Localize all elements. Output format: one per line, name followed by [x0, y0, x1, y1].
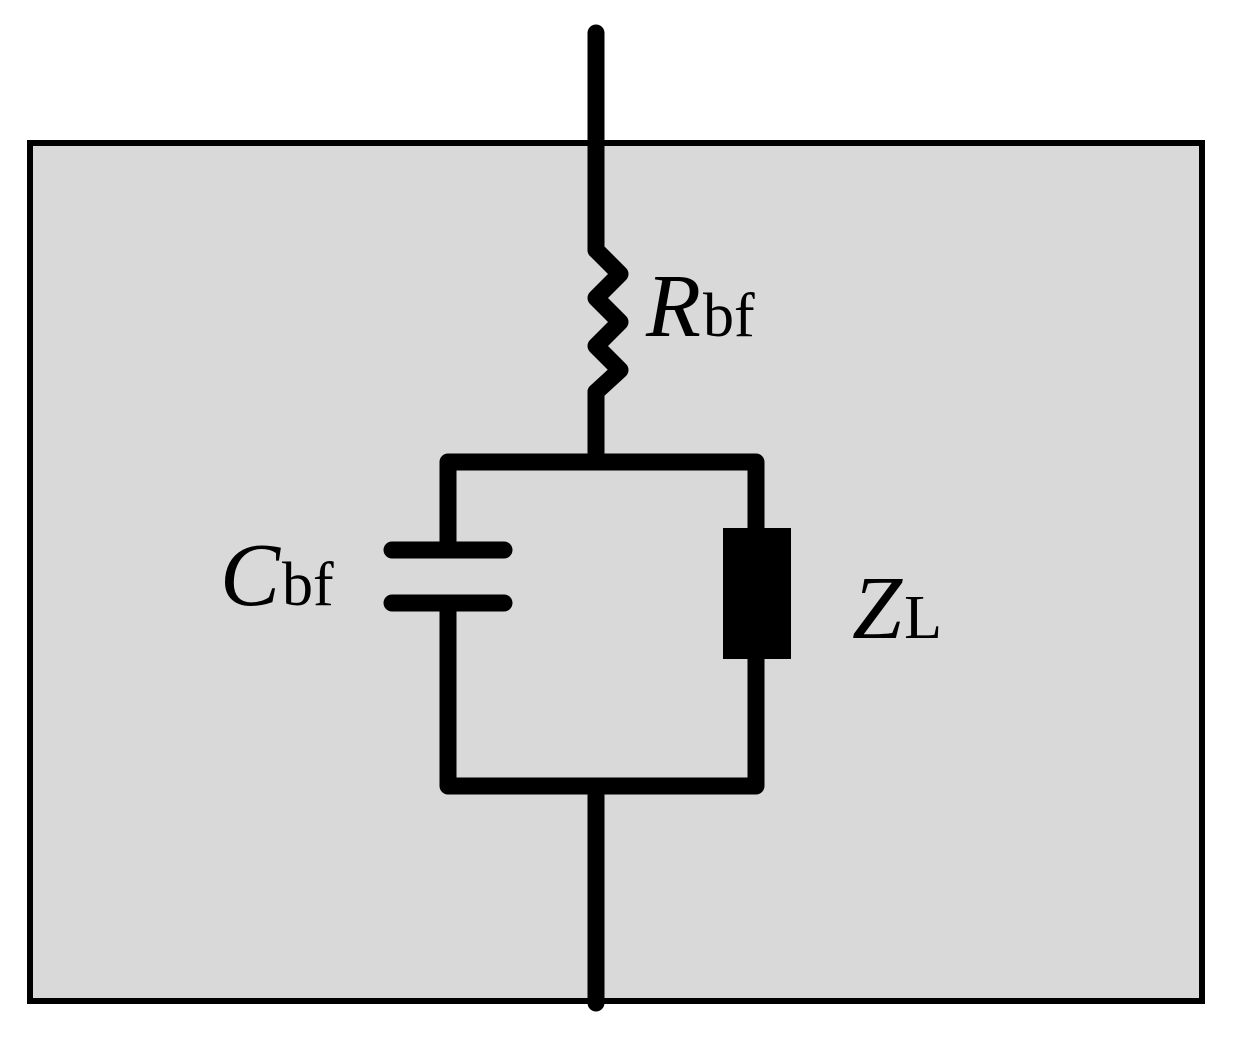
impedance-label: ZL	[852, 559, 942, 658]
capacitor-label: Cbf	[220, 526, 334, 625]
resistor-symbol	[587, 241, 629, 401]
resistor-label: Rbf	[645, 257, 755, 356]
network-top-rail	[439, 453, 765, 559]
impedance-block	[723, 528, 791, 659]
